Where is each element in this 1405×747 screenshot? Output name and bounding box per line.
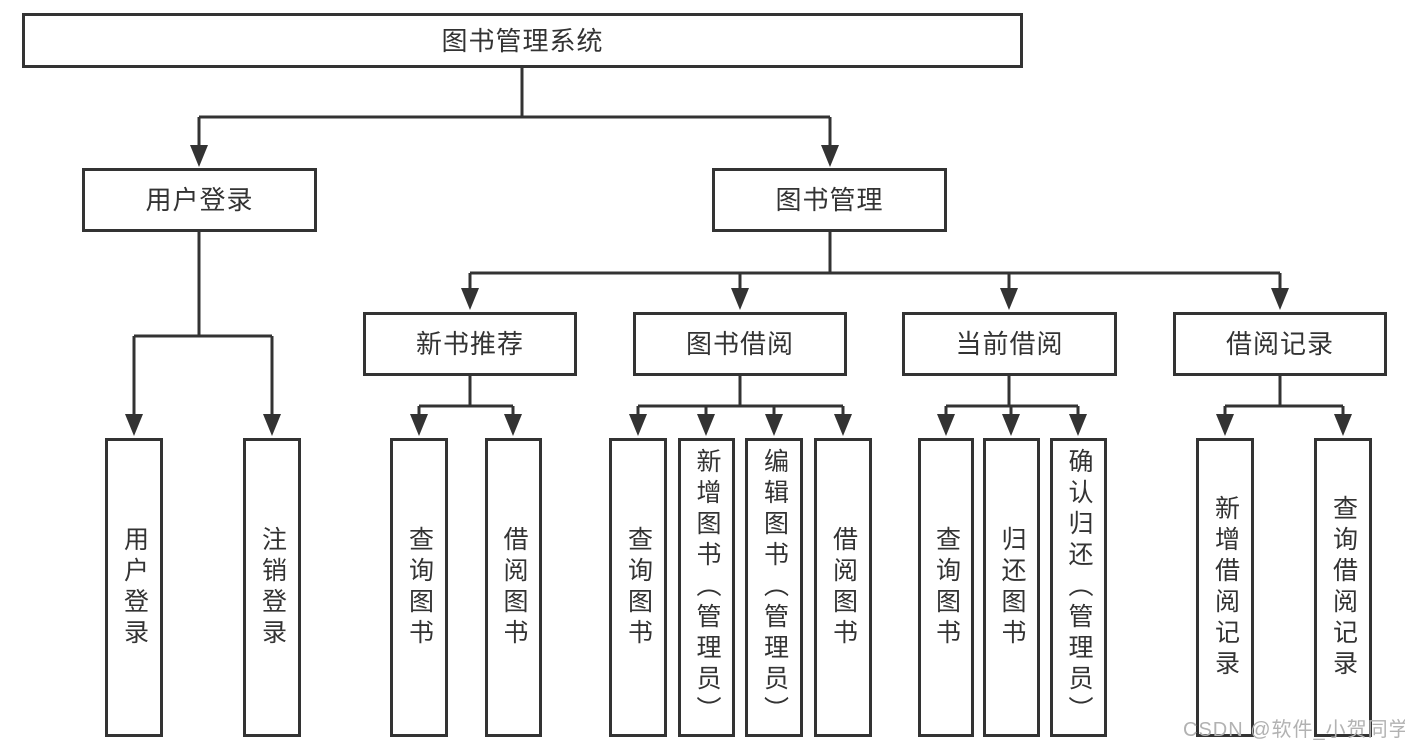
leaf-logout: 注销登录 [243,438,301,737]
node-label: 图书借阅 [685,329,794,359]
node-label: 查询图书 [624,525,653,650]
node-label: 借阅图书 [829,525,858,650]
node-label: 图书管理 [775,185,884,215]
node-label: 借阅图书 [500,525,528,650]
node-label: 用户登录 [120,525,149,650]
leaf-add-borrow-record: 新增借阅记录 [1196,438,1254,737]
leaf-query-books-borrowing: 查询图书 [609,438,667,737]
leaf-return-books: 归还图书 [983,438,1040,737]
node-label: 图书管理系统 [441,25,604,56]
node-book-borrowing: 图书借阅 [633,312,847,376]
node-library-system: 图书管理系统 [22,13,1023,68]
node-label: 新增借阅记录 [1211,494,1240,681]
node-label: 新书推荐 [415,329,524,359]
csdn-watermark: CSDN @软件_小贺同学 [1183,719,1405,741]
leaf-borrow-books-recommend: 借阅图书 [485,438,542,737]
arrowheads [125,145,1352,436]
node-label: 当前借阅 [955,329,1064,359]
node-current-borrowing: 当前借阅 [902,312,1117,376]
node-book-management: 图书管理 [712,168,947,232]
node-new-book-recommend: 新书推荐 [363,312,577,376]
leaf-query-books-recommend: 查询图书 [390,438,448,737]
leaf-user-login: 用户登录 [105,438,163,737]
node-label: 确认归还（管理员） [1065,448,1093,727]
node-label: 查询图书 [405,525,434,650]
leaf-confirm-return-admin: 确认归还（管理员） [1050,438,1107,737]
node-label: 查询借阅记录 [1329,494,1358,681]
node-label: 借阅记录 [1225,329,1334,359]
node-label: 新增图书（管理员） [693,448,721,727]
leaf-borrow-books-borrowing: 借阅图书 [814,438,872,737]
node-label: 注销登录 [258,525,287,650]
node-label: 查询图书 [932,525,961,650]
leaf-add-books-admin: 新增图书（管理员） [678,438,735,737]
leaf-query-books-current: 查询图书 [918,438,974,737]
node-label: 归还图书 [998,525,1026,650]
leaf-query-borrow-record: 查询借阅记录 [1314,438,1372,737]
node-user-login: 用户登录 [82,168,317,232]
branch-lines [134,68,1343,408]
node-borrowing-records: 借阅记录 [1173,312,1387,376]
node-label: 编辑图书（管理员） [760,448,789,727]
leaf-edit-books-admin: 编辑图书（管理员） [745,438,803,737]
node-label: 用户登录 [145,185,254,215]
arrow-stems [132,117,1345,418]
